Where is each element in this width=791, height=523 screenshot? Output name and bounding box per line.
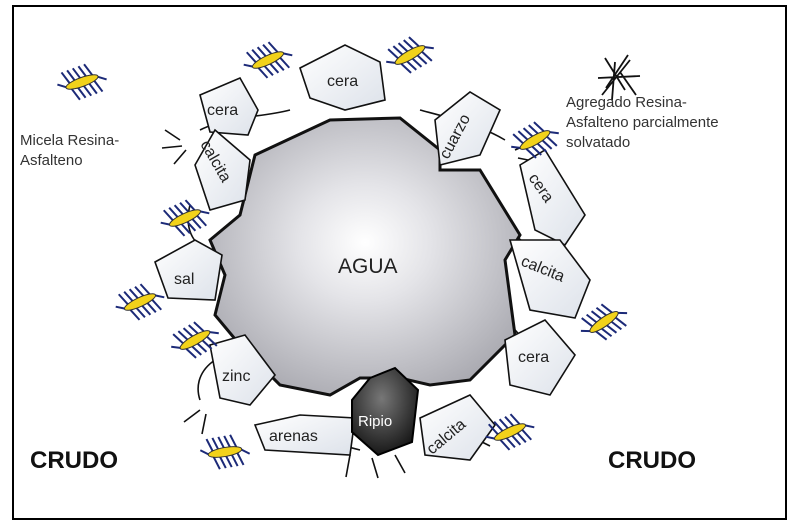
aggregate-legend-line2: Asfalteno parcialmente — [566, 114, 719, 131]
label-sal: sal — [174, 271, 194, 288]
aggregate-legend-line1: Agregado Resina- — [566, 94, 687, 111]
micelle-icon — [156, 193, 213, 242]
micelle-legend: Micela Resina- Asfalteno — [20, 132, 119, 169]
micelle-icon — [54, 59, 110, 105]
crude-label-left: CRUDO — [30, 447, 118, 474]
label-cera-top: cera — [327, 73, 358, 90]
label-arenas: arenas — [269, 428, 318, 445]
label-cera-left: cera — [207, 102, 238, 119]
micelle-legend-line1: Micela Resina- — [20, 132, 119, 149]
crude-label-right: CRUDO — [608, 447, 696, 474]
gravel-label: Ripio — [358, 413, 392, 430]
micelle-icon — [506, 114, 564, 166]
label-zinc: zinc — [222, 368, 250, 385]
micelle-icon — [239, 35, 296, 84]
micelle-icon — [199, 432, 252, 472]
gravel-ripio — [352, 368, 418, 455]
water-label: AGUA — [338, 255, 398, 278]
micelle-icon — [111, 277, 168, 326]
label-cera-lower-right: cera — [518, 349, 549, 366]
aggregate-legend: Agregado Resina- Asfalteno parcialmente … — [566, 94, 719, 151]
micelle-legend-line2: Asfalteno — [20, 152, 83, 169]
micelle-icon — [575, 295, 633, 349]
particle-sal — [155, 240, 222, 300]
micelle-icon — [381, 29, 439, 81]
aggregate-legend-line3: solvatado — [566, 134, 630, 151]
